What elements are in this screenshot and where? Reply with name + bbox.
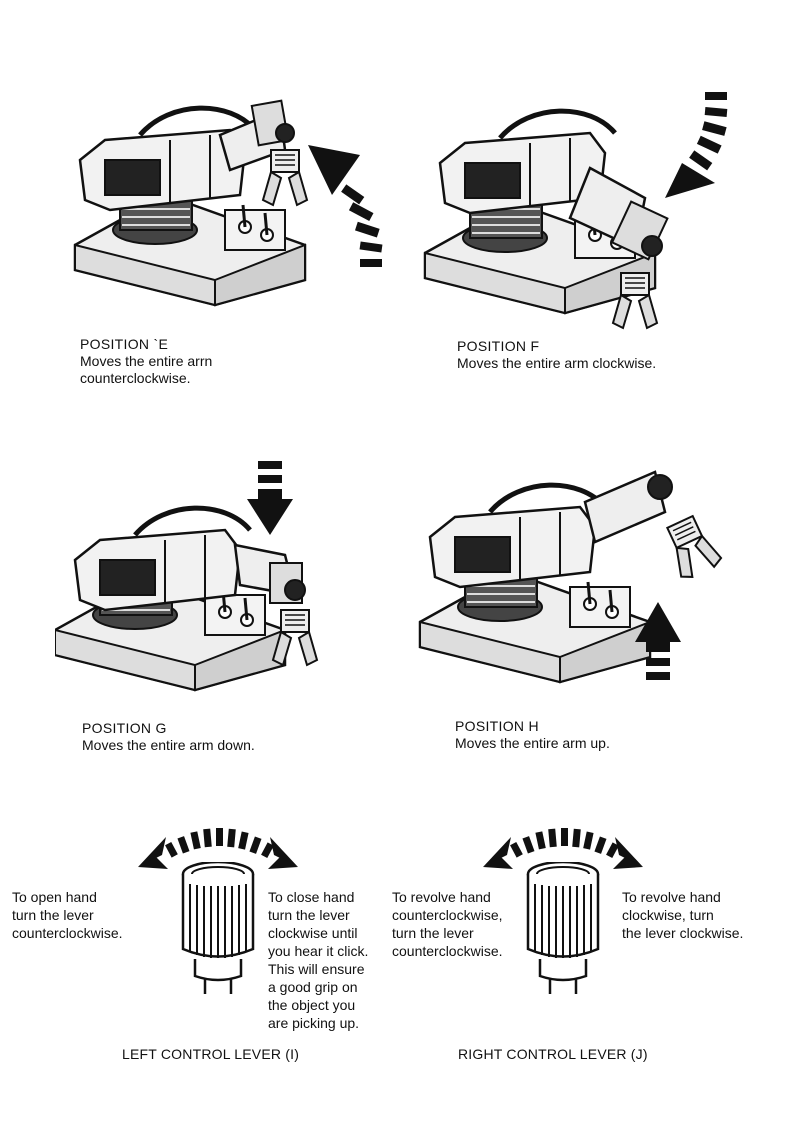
right-control-lever-label: RIGHT CONTROL LEVER (J): [458, 1046, 648, 1062]
position-h-desc-line1: Moves the entire arm up.: [455, 735, 610, 751]
cw-note-line1: To revolve hand: [622, 889, 721, 905]
position-g-desc-line1: Moves the entire arm down.: [82, 737, 255, 753]
left-lever-knob[interactable]: [179, 862, 259, 997]
arrow-clockwise-icon: [665, 92, 728, 198]
open-note-line3: counterclockwise.: [12, 925, 123, 941]
right-lever-ccw-note: To revolve hand counterclockwise, turn t…: [392, 888, 503, 960]
position-f-desc-line1: Moves the entire arm clockwise.: [457, 355, 657, 371]
caption-position-h: POSITION H Moves the entire arm up.: [455, 718, 610, 752]
ccw-note-line2: counterclockwise,: [392, 907, 503, 923]
caption-position-f: POSITION F Moves the entire arm clockwis…: [457, 338, 656, 372]
position-f-title: POSITION F: [457, 338, 540, 354]
figure-position-h: [415, 462, 745, 697]
close-note-line6: a good grip on: [268, 979, 358, 995]
position-g-title: POSITION G: [82, 720, 167, 736]
close-note-line4: you hear it click.: [268, 943, 369, 959]
open-note-line1: To open hand: [12, 889, 97, 905]
left-lever-close-note: To close hand turn the lever clockwise u…: [268, 888, 368, 1032]
arrow-counterclockwise-icon: [308, 145, 383, 267]
cw-note-line3: the lever clockwise.: [622, 925, 744, 941]
cw-note-line2: clockwise, turn: [622, 907, 714, 923]
left-lever-open-note: To open hand turn the lever counterclock…: [12, 888, 123, 942]
close-note-line5: This will ensure: [268, 961, 365, 977]
caption-position-e: POSITION `E Moves the entire arrn counte…: [80, 336, 212, 387]
right-lever-knob[interactable]: [524, 862, 604, 997]
ccw-note-line4: counterclockwise.: [392, 943, 503, 959]
close-note-line2: turn the lever: [268, 907, 350, 923]
position-h-title: POSITION H: [455, 718, 539, 734]
position-e-desc-line1: Moves the entire arrn: [80, 353, 213, 369]
right-lever-cw-note: To revolve hand clockwise, turn the leve…: [622, 888, 743, 942]
close-note-line3: clockwise until: [268, 925, 358, 941]
lever-knob-icon: [526, 862, 600, 996]
figure-position-f: [420, 88, 750, 338]
open-note-line2: turn the lever: [12, 907, 94, 923]
close-note-line1: To close hand: [268, 889, 355, 905]
lever-knob-icon: [181, 862, 255, 996]
position-e-desc-line2: counterclockwise.: [80, 370, 191, 386]
arrow-up-icon: [635, 602, 681, 680]
caption-position-g: POSITION G Moves the entire arm down.: [82, 720, 255, 754]
ccw-note-line1: To revolve hand: [392, 889, 491, 905]
ccw-note-line3: turn the lever: [392, 925, 474, 941]
position-e-title: POSITION `E: [80, 336, 169, 352]
figure-position-e: [70, 95, 400, 315]
arrow-down-icon: [247, 461, 293, 535]
figure-position-g: [55, 455, 385, 695]
close-note-line8: are picking up.: [268, 1015, 360, 1031]
left-control-lever-label: LEFT CONTROL LEVER (I): [122, 1046, 300, 1062]
close-note-line7: the object you: [268, 997, 356, 1013]
